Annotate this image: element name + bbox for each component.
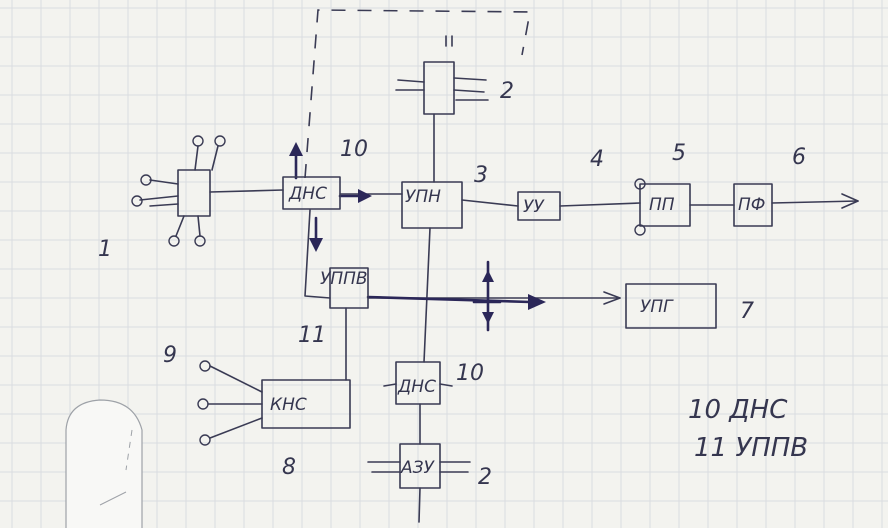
label-dns-bottom: ДНС (397, 377, 436, 397)
number-8: 8 (282, 455, 296, 480)
legend-line-1: 10 ДНС (688, 395, 788, 425)
line-pf-out (771, 200, 859, 204)
label-upn: УПН (405, 187, 441, 207)
well-1-term-f (194, 235, 206, 247)
label-azu: АЗУ (400, 458, 436, 478)
bold-cross-valve-up (482, 270, 494, 282)
label-upg: УПГ (640, 297, 674, 317)
paper-cutout-outline (65, 399, 143, 528)
label-pp: ПП (649, 195, 675, 215)
dashed-link-line (304, 9, 531, 179)
bold-arrow-down-head (309, 238, 323, 252)
well-1-lines-top (194, 145, 219, 171)
top-block-ticks (445, 35, 453, 47)
box-uppv (329, 267, 369, 309)
number-3: 3 (474, 163, 488, 188)
well-1-term-b (131, 195, 143, 207)
line-uu-to-pp (559, 202, 641, 207)
arrowhead-upg (603, 291, 621, 305)
box-pp (639, 183, 691, 227)
number-4: 4 (590, 147, 604, 172)
number-10-mid: 10 (456, 361, 484, 386)
arrowhead-pf-out (841, 193, 859, 209)
bold-gas-arrow-head (528, 294, 546, 310)
line-upn-to-dns-bottom (423, 227, 431, 363)
number-1: 1 (98, 237, 112, 262)
dns-bottom-side-lines (383, 383, 453, 387)
line-well-to-dns (209, 189, 284, 193)
bold-arrow-up-head (289, 142, 303, 156)
number-2-top: 2 (500, 79, 514, 104)
number-2-bottom: 2 (478, 465, 492, 490)
number-10-top: 10 (340, 137, 368, 162)
azu-side-lines (367, 461, 471, 473)
kns-term-a (199, 360, 211, 372)
well-1-term-c (192, 135, 204, 147)
bold-gas-line (366, 295, 532, 304)
box-uu (517, 191, 561, 221)
number-7: 7 (740, 299, 754, 324)
legend-line-2: 11 УППВ (694, 433, 808, 463)
number-9: 9 (163, 343, 177, 368)
kns-term-c (199, 434, 211, 446)
line-dns-to-uppv (304, 209, 331, 299)
box-dns-top (282, 176, 341, 210)
top-block-box (423, 61, 455, 115)
box-upg (625, 283, 717, 329)
number-5: 5 (672, 141, 686, 166)
kns-input-lines (207, 365, 263, 439)
top-block-lines-right (453, 77, 489, 101)
paper-cutout-stroke (99, 491, 127, 506)
bold-arrow-right-head (358, 189, 372, 203)
pp-term-bottom (634, 224, 646, 236)
well-1-lines-left (139, 179, 179, 207)
line-azu-bottom (418, 487, 421, 523)
label-uppv: УППВ (320, 269, 368, 289)
top-block-lines-left (395, 79, 425, 91)
label-uu: УУ (523, 197, 545, 217)
pp-term-top (634, 178, 646, 190)
top-block (395, 35, 489, 115)
well-1-term-a (140, 174, 152, 186)
well-1 (131, 135, 226, 247)
label-dns-top: ДНС (288, 184, 327, 204)
box-dns-bottom (395, 361, 441, 405)
line-upn-to-uu (461, 199, 519, 207)
well-1-term-e (168, 235, 180, 247)
well-1-box (177, 169, 211, 217)
number-11: 11 (298, 323, 326, 348)
number-6: 6 (792, 145, 806, 170)
bold-cross-valve-down (482, 312, 494, 324)
box-upn (401, 181, 463, 229)
box-azu (399, 443, 441, 489)
well-1-lines-bottom (175, 215, 201, 237)
well-1-term-d (214, 135, 226, 147)
label-pf: ПФ (738, 195, 765, 215)
box-pf (733, 183, 773, 227)
label-kns: КНС (270, 395, 307, 415)
kns-term-b (197, 398, 209, 410)
